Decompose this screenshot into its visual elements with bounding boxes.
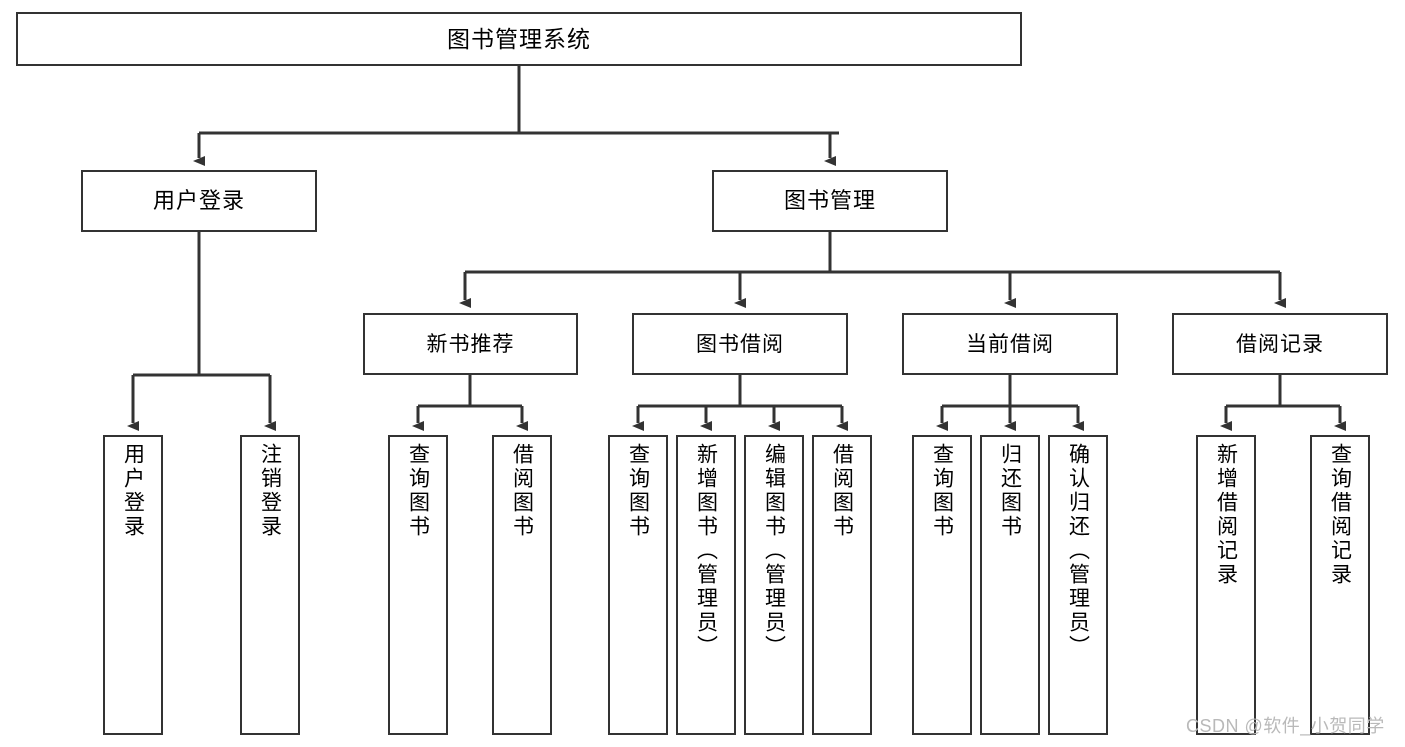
watermark-text: CSDN @软件_小贺同学 <box>1186 716 1385 736</box>
leaf-book-borrow-add[interactable]: 新增图书（管理员） <box>676 435 736 735</box>
node-label: 注销登录 <box>258 443 282 539</box>
node-label: 借阅图书 <box>510 443 534 539</box>
leaf-current-borrow-return[interactable]: 归还图书 <box>980 435 1040 735</box>
node-borrow-record[interactable]: 借阅记录 <box>1172 313 1388 375</box>
leaf-borrow-record-query[interactable]: 查询借阅记录 <box>1310 435 1370 735</box>
node-label: 借阅图书 <box>830 443 854 539</box>
leaf-new-book-query[interactable]: 查询图书 <box>388 435 448 735</box>
node-new-book-recommend[interactable]: 新书推荐 <box>363 313 578 375</box>
node-label: 新增借阅记录 <box>1214 443 1238 587</box>
node-label: 图书借阅 <box>696 332 784 356</box>
node-label: 新书推荐 <box>426 332 515 356</box>
node-label: 确认归还（管理员） <box>1066 443 1090 659</box>
node-label: 图书管理系统 <box>447 25 591 52</box>
node-label: 用户登录 <box>152 188 245 213</box>
node-label: 查询图书 <box>406 443 430 539</box>
node-label: 借阅记录 <box>1236 332 1324 356</box>
leaf-user-login-logout[interactable]: 注销登录 <box>240 435 300 735</box>
leaf-book-borrow-edit[interactable]: 编辑图书（管理员） <box>744 435 804 735</box>
leaf-current-borrow-confirm-return[interactable]: 确认归还（管理员） <box>1048 435 1108 735</box>
node-label: 当前借阅 <box>966 332 1054 356</box>
node-label: 查询借阅记录 <box>1328 443 1352 587</box>
node-user-login[interactable]: 用户登录 <box>81 170 317 232</box>
node-label: 编辑图书（管理员） <box>762 443 786 659</box>
node-label: 用户登录 <box>121 443 145 539</box>
leaf-user-login-login[interactable]: 用户登录 <box>103 435 163 735</box>
node-root-system[interactable]: 图书管理系统 <box>16 12 1022 66</box>
leaf-new-book-borrow[interactable]: 借阅图书 <box>492 435 552 735</box>
node-label: 查询图书 <box>626 443 650 539</box>
node-book-management[interactable]: 图书管理 <box>712 170 948 232</box>
node-label: 图书管理 <box>783 188 876 213</box>
leaf-book-borrow-borrow[interactable]: 借阅图书 <box>812 435 872 735</box>
node-label: 归还图书 <box>998 443 1022 539</box>
leaf-current-borrow-query[interactable]: 查询图书 <box>912 435 972 735</box>
node-label: 查询图书 <box>930 443 954 539</box>
node-book-borrow[interactable]: 图书借阅 <box>632 313 848 375</box>
node-label: 新增图书（管理员） <box>694 443 718 659</box>
leaf-book-borrow-query[interactable]: 查询图书 <box>608 435 668 735</box>
node-current-borrow[interactable]: 当前借阅 <box>902 313 1118 375</box>
leaf-borrow-record-add[interactable]: 新增借阅记录 <box>1196 435 1256 735</box>
